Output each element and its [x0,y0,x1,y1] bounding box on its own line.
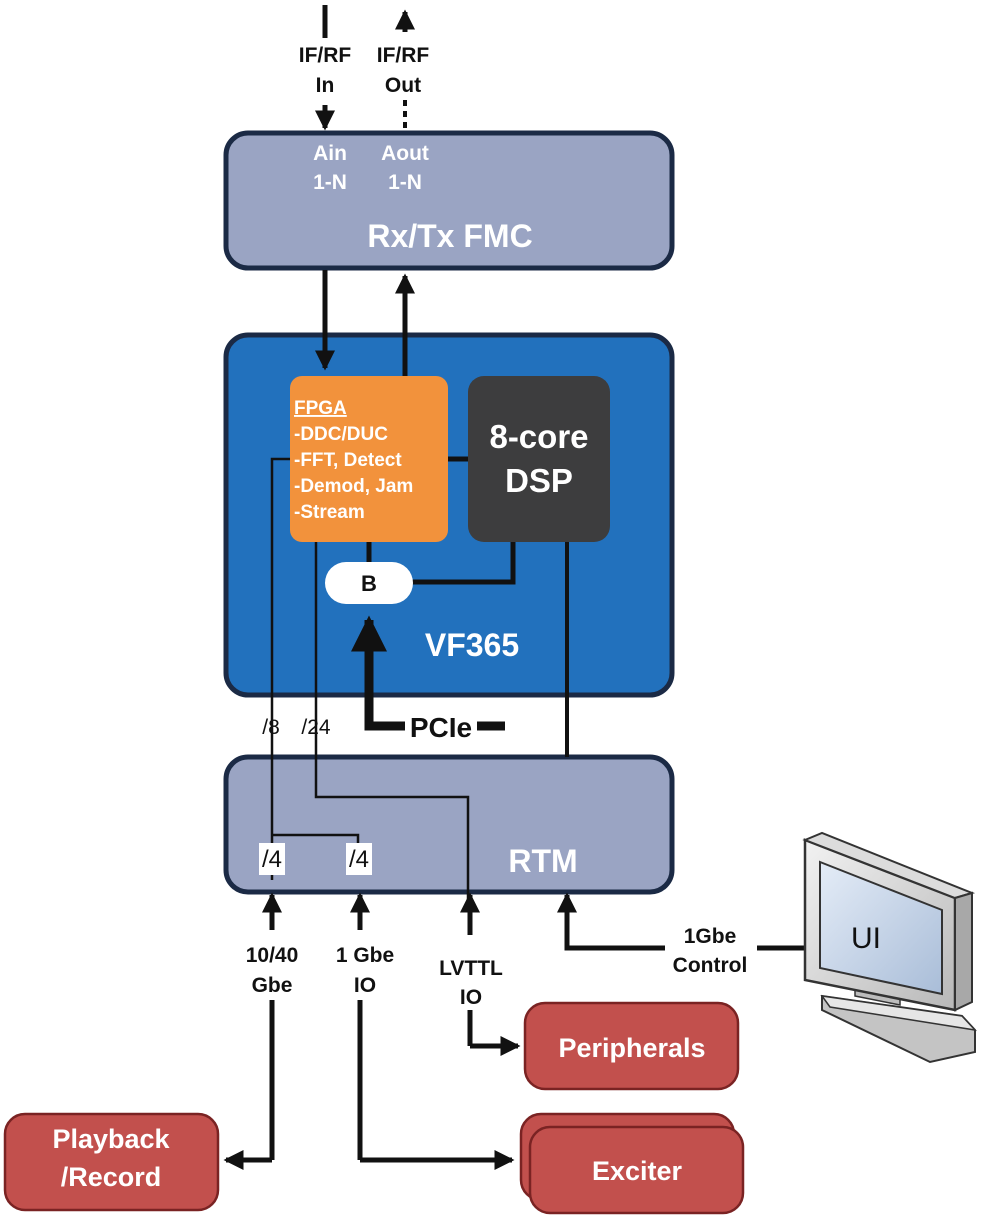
peripherals-label: Peripherals [558,1033,705,1063]
ifrf-out-label-1: IF/RF [377,44,430,67]
peripherals-box [523,1001,740,1091]
gbe-1-label-2: IO [354,974,376,997]
gbe-10-40-label-1: 10/40 [246,944,299,967]
control-label-1: 1Gbe [684,925,737,948]
bridge-label: B [361,571,377,596]
fpga-title: FPGA [294,398,347,419]
fpga-item: -Stream [294,502,365,523]
rtm-lane-a-label: /4 [262,846,282,873]
monitor-icon [802,831,978,1064]
fpga-block [290,376,448,542]
exciter-box [528,1125,745,1215]
dsp-label-1: 8-core [489,418,588,455]
ifrf-in-label-2: In [316,74,335,97]
ifrf-in-label-1: IF/RF [299,44,352,67]
rtm-lane-b-label: /4 [349,846,369,873]
lane-24-label: /24 [301,716,331,739]
fpga-item: -Demod, Jam [294,476,413,497]
ain-label-1: Ain [313,142,347,165]
gbe-10-40-label-2: Gbe [252,974,293,997]
rtm-block [223,754,675,895]
gbe-1-label-1: 1 Gbe [336,944,394,967]
aout-label-1: Aout [381,142,429,165]
lane-8-label: /8 [262,716,280,739]
control-label-2: Control [673,954,748,977]
playback-label-1: Playback [52,1124,170,1154]
dsp-block [468,376,610,542]
fmc-block [223,130,675,271]
pcie-label: PCIe [410,712,472,743]
rtm-title: RTM [508,843,577,879]
bridge-chip [325,562,413,604]
exciter-label: Exciter [592,1156,683,1186]
playback-label-2: /Record [61,1162,162,1192]
playback-box [3,1112,220,1212]
board-title: VF365 [425,627,519,663]
ui-label: UI [851,922,881,955]
dsp-label-2: DSP [505,462,573,499]
fpga-item: -FFT, Detect [294,450,402,471]
fmc-title: Rx/Tx FMC [367,218,532,254]
lvttl-label-2: IO [460,986,482,1009]
ifrf-out-label-2: Out [385,74,421,97]
ain-label-2: 1-N [313,171,347,194]
fpga-item: -DDC/DUC [294,424,388,445]
aout-label-2: 1-N [388,171,422,194]
lvttl-label-1: LVTTL [439,957,503,980]
